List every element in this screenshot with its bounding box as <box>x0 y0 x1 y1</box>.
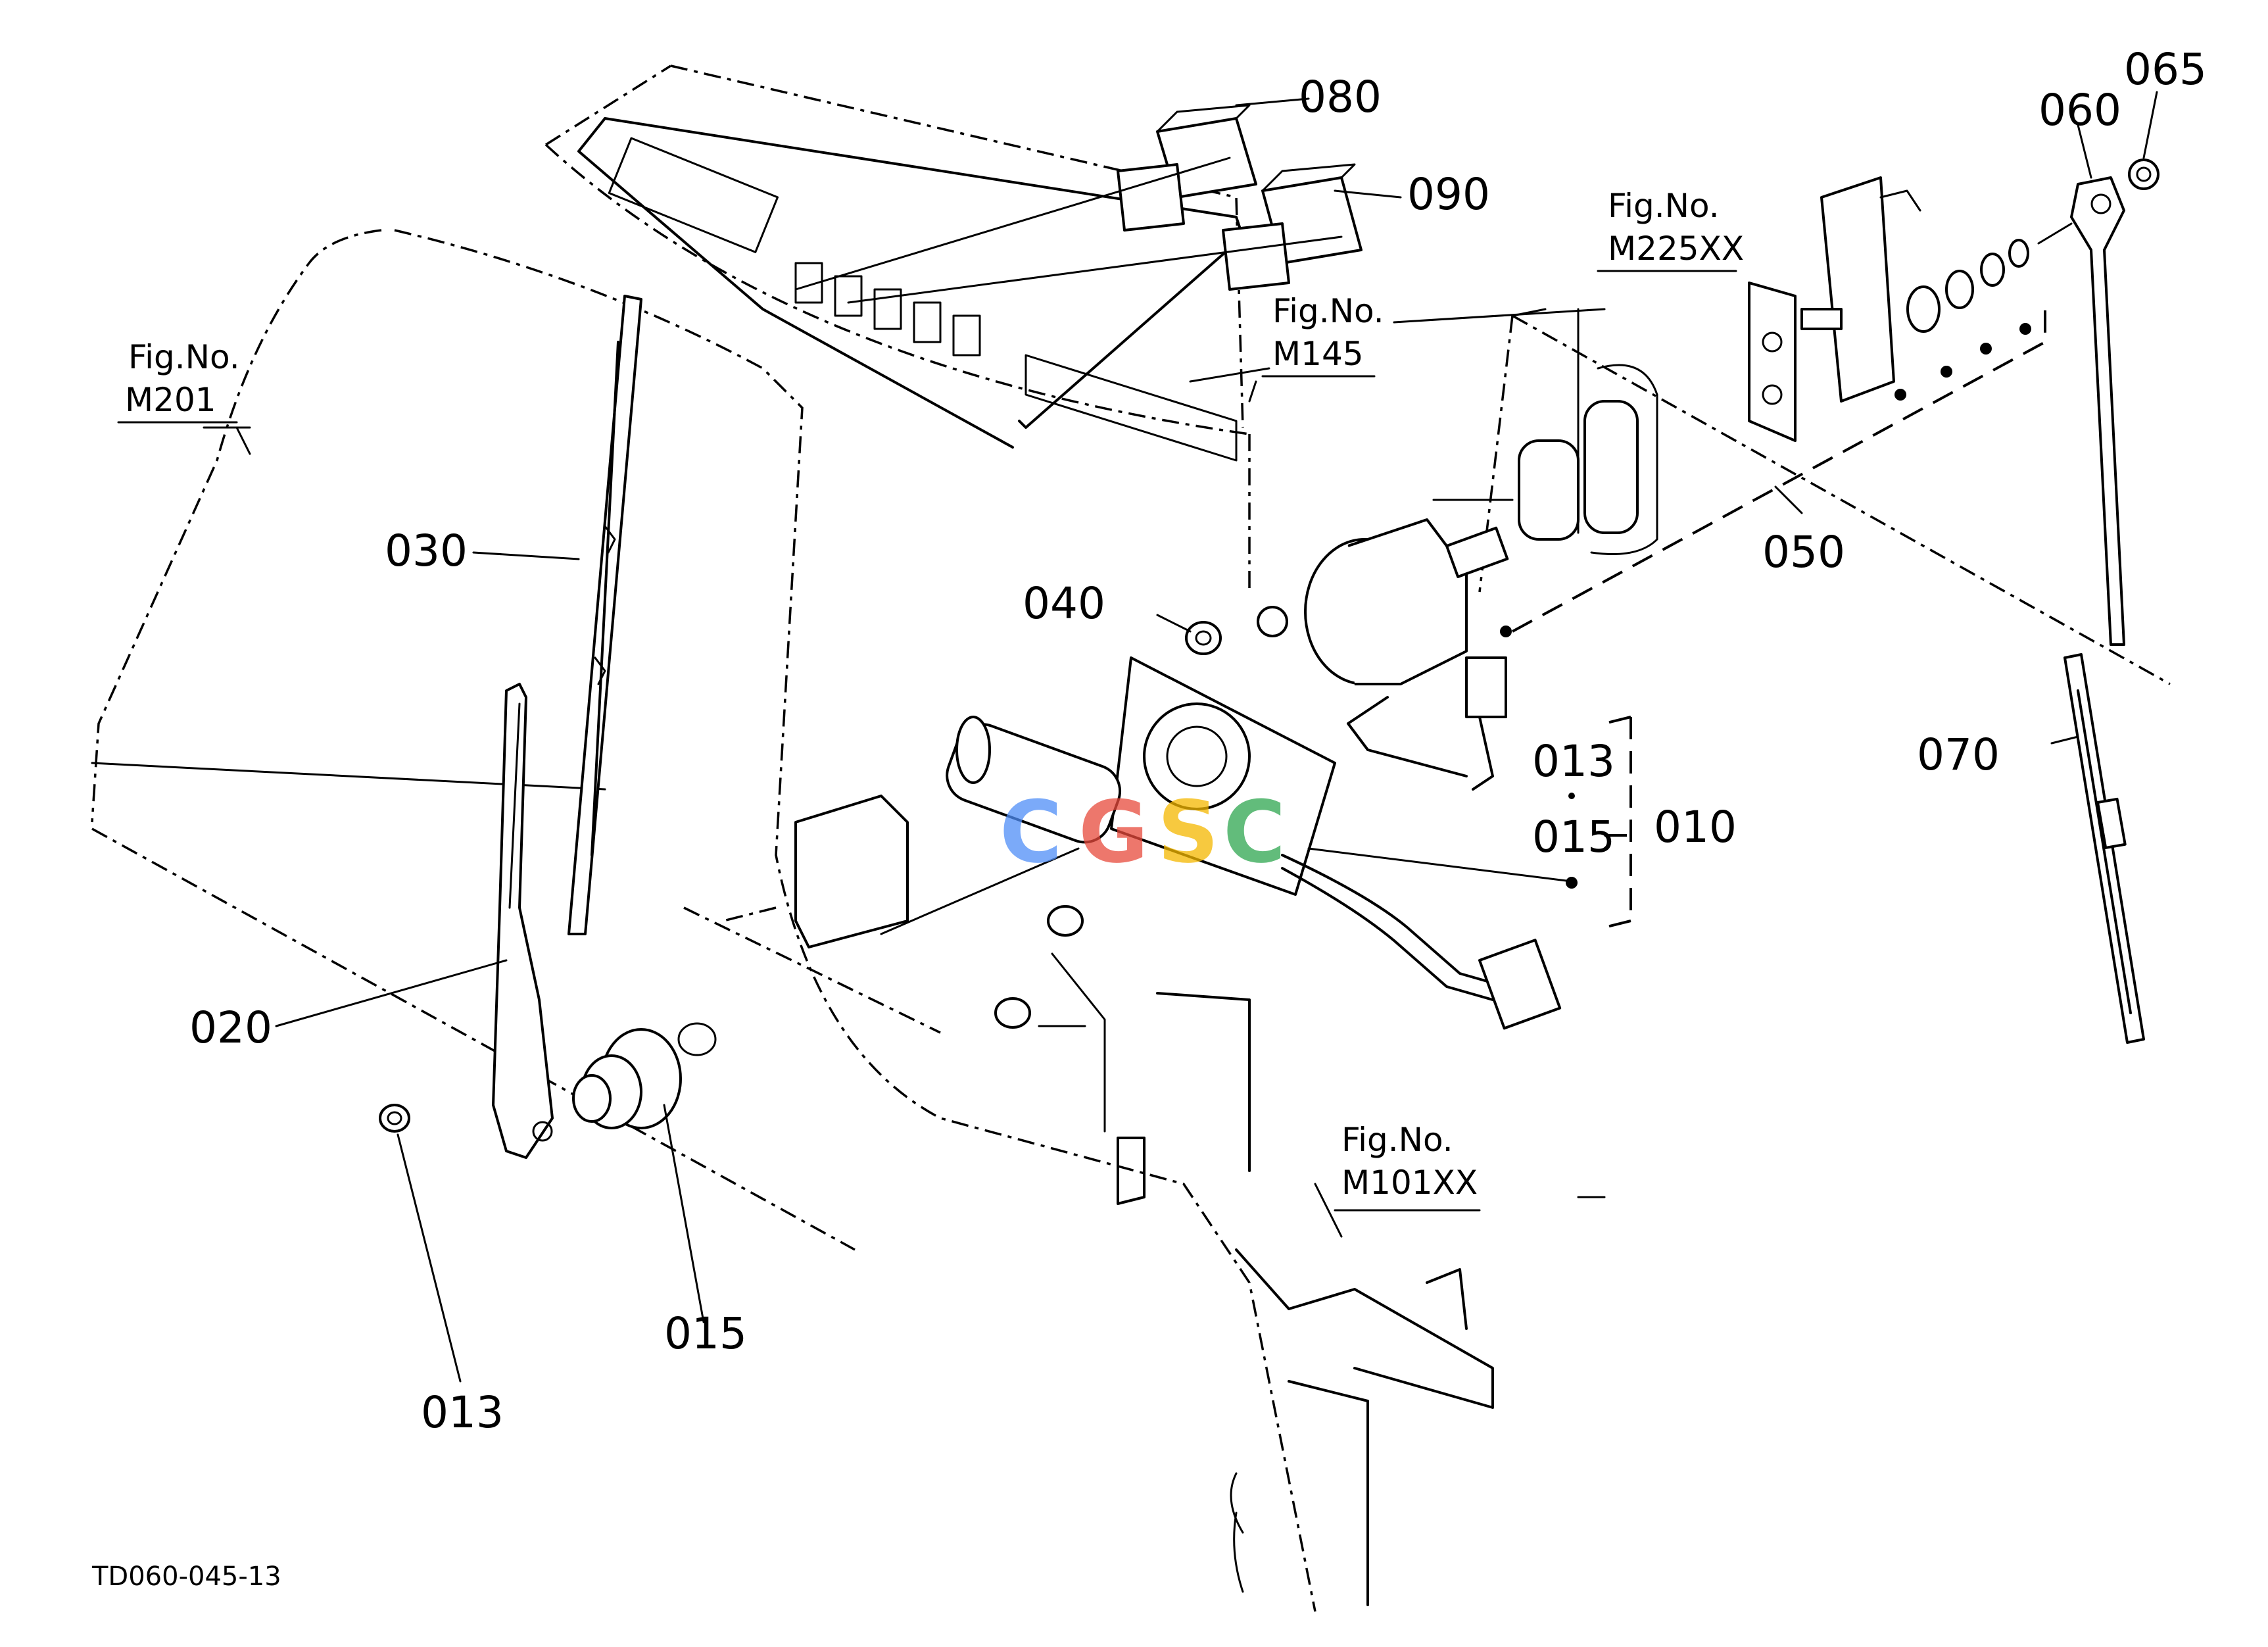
callout-050: 050 <box>1762 527 1845 578</box>
svg-text:M101XX: M101XX <box>1341 1164 1478 1202</box>
switch-090 <box>1222 163 1363 291</box>
callout-030: 030 <box>385 526 468 576</box>
fig-ref-m101xx: Fig.No. M101XX <box>1341 1121 1478 1202</box>
cab-outline <box>91 64 2171 1612</box>
leader-lines <box>203 91 2158 1383</box>
washers <box>1906 239 2029 333</box>
callout-070: 070 <box>1917 729 2000 780</box>
svg-text:Fig.No.: Fig.No. <box>128 338 240 376</box>
fig-ref-m145: Fig.No. M145 <box>1261 292 1384 378</box>
fig-ref-m225xx: Fig.No. M225XX <box>1597 187 1744 272</box>
switch-080 <box>1117 104 1257 232</box>
callout-015: 015 <box>664 1308 747 1359</box>
callout-090: 090 <box>1407 169 1490 220</box>
callout-020: 020 <box>189 1002 272 1053</box>
watermark-letter: S <box>1157 782 1219 882</box>
nut-040 <box>1185 606 1288 655</box>
wiper-arm-020 <box>492 683 554 1159</box>
nut-065 <box>2128 159 2159 190</box>
fig-ref-m201: Fig.No. M201 <box>117 338 240 424</box>
svg-text:Fig.No.: Fig.No. <box>1341 1121 1453 1159</box>
svg-text:Fig.No.: Fig.No. <box>1608 187 1720 225</box>
wiper-blade-030 <box>567 295 642 935</box>
svg-text:M225XX: M225XX <box>1608 230 1744 268</box>
mounting-plate <box>1748 176 1921 442</box>
svg-text:M145: M145 <box>1272 335 1364 373</box>
callout-065: 065 <box>2124 44 2207 95</box>
nut-013 <box>379 1104 410 1133</box>
callout-060: 060 <box>2039 85 2121 135</box>
watermark-letter: C <box>1223 782 1286 882</box>
rear-wiper-arm-060 <box>2070 176 2125 646</box>
rear-wiper-motor-050 <box>1304 364 1658 791</box>
callout-013: 013 <box>421 1387 504 1438</box>
callout-080: 080 <box>1299 72 1382 122</box>
wiper-motor-010 <box>946 656 1562 1030</box>
svg-text:Fig.No.: Fig.No. <box>1272 292 1384 330</box>
watermark-logo: C G S C <box>1000 782 1286 882</box>
mount-bracket <box>794 795 1251 1205</box>
lower-frame <box>1230 1248 1494 1606</box>
boot-015 <box>572 1022 717 1129</box>
assembly-lines <box>1500 309 2046 929</box>
rear-wiper-blade-070 <box>2063 653 2145 1044</box>
callout-010: 010 <box>1654 802 1737 852</box>
diagram-code: TD060-045-13 <box>91 1561 281 1592</box>
svg-text:M201: M201 <box>125 381 216 419</box>
callout-015-top: 015 <box>1532 812 1615 862</box>
callout-040: 040 <box>1023 578 1105 629</box>
watermark-letter: C <box>1000 782 1062 882</box>
callout-013-top: 013 <box>1532 736 1615 787</box>
watermark-letter: G <box>1078 782 1149 882</box>
